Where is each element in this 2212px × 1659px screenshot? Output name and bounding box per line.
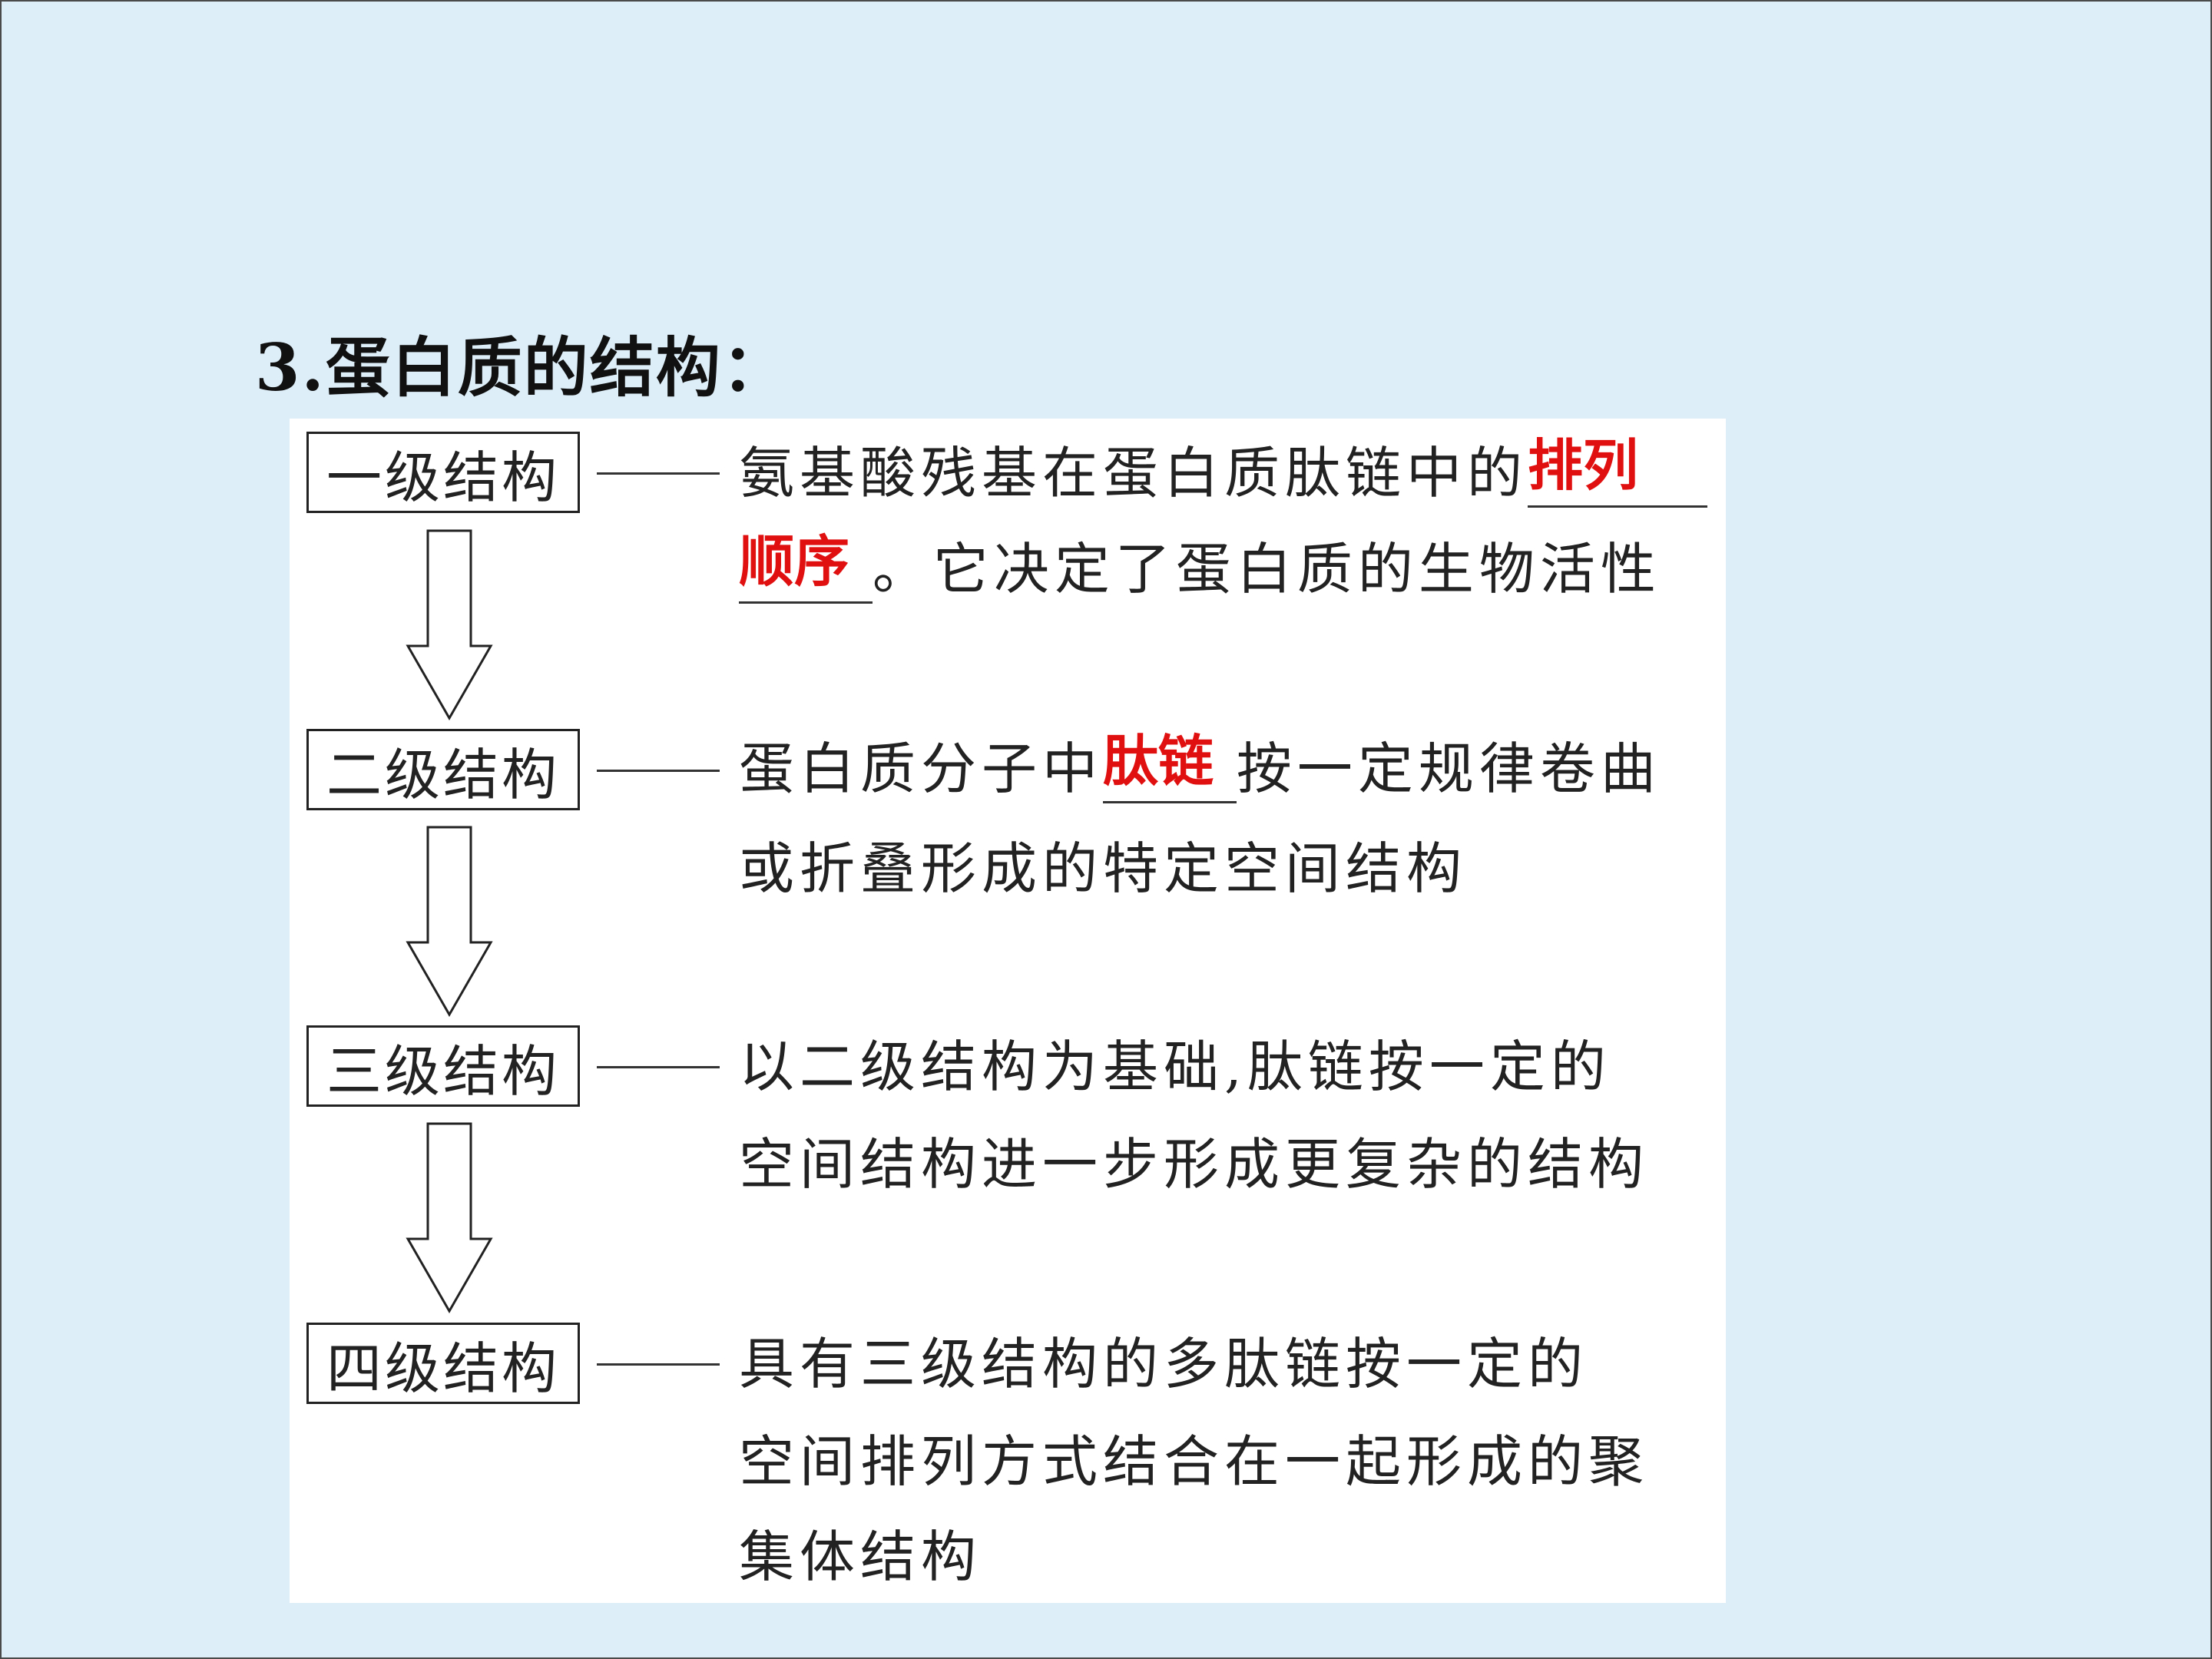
connector-dash [597,770,720,772]
level-box-secondary: 二级结构 [306,729,580,810]
answer-text: 顺序 [739,529,850,594]
down-arrow-icon [406,529,493,721]
answer-blank: 肽链 [1103,733,1237,803]
down-arrow-icon [406,826,493,1018]
level-2-line-1: 蛋白质分子中肽链 按一定规律卷曲 [739,733,1661,803]
level-3-line-2: 空间结构进一步形成更复杂的结构 [739,1132,1650,1197]
answer-blank: 排列​ [1528,438,1707,508]
connector-dash [597,472,720,475]
down-arrow-icon [406,1122,493,1314]
level-2-line-2: 或折叠形成的特定空间结构 [739,836,1468,901]
level-box-tertiary: 三级结构 [306,1025,580,1107]
level-box-quaternary: 四级结构 [306,1323,580,1404]
level-1-line-1: 氨基酸残基在蛋白质肽链中的排列​ [739,438,1707,508]
level-4-line-1: 具有三级结构的多肽链按一定的 [739,1332,1589,1396]
answer-text: 排列 [1528,433,1639,498]
answer-blank: 顺序 [739,534,873,604]
level-3-line-1: 以二级结构为基础,肽链按一定的 [739,1035,1611,1099]
structure-diagram: 一级结构 氨基酸残基在蛋白质肽链中的排列​ 顺序 。它决定了蛋白质的生物活性 二… [290,419,1726,1603]
level-box-primary: 一级结构 [306,432,580,513]
slide-title: 3.蛋白质的结构： [255,329,788,406]
connector-dash [597,1066,720,1068]
answer-text: 肽链 [1103,729,1214,793]
level-4-line-2: 空间排列方式结合在一起形成的聚 [739,1429,1650,1494]
level-4-line-3: 集体结构 [739,1525,982,1589]
connector-dash [597,1363,720,1366]
level-1-line-2: 顺序 。它决定了蛋白质的生物活性 [739,534,1661,604]
